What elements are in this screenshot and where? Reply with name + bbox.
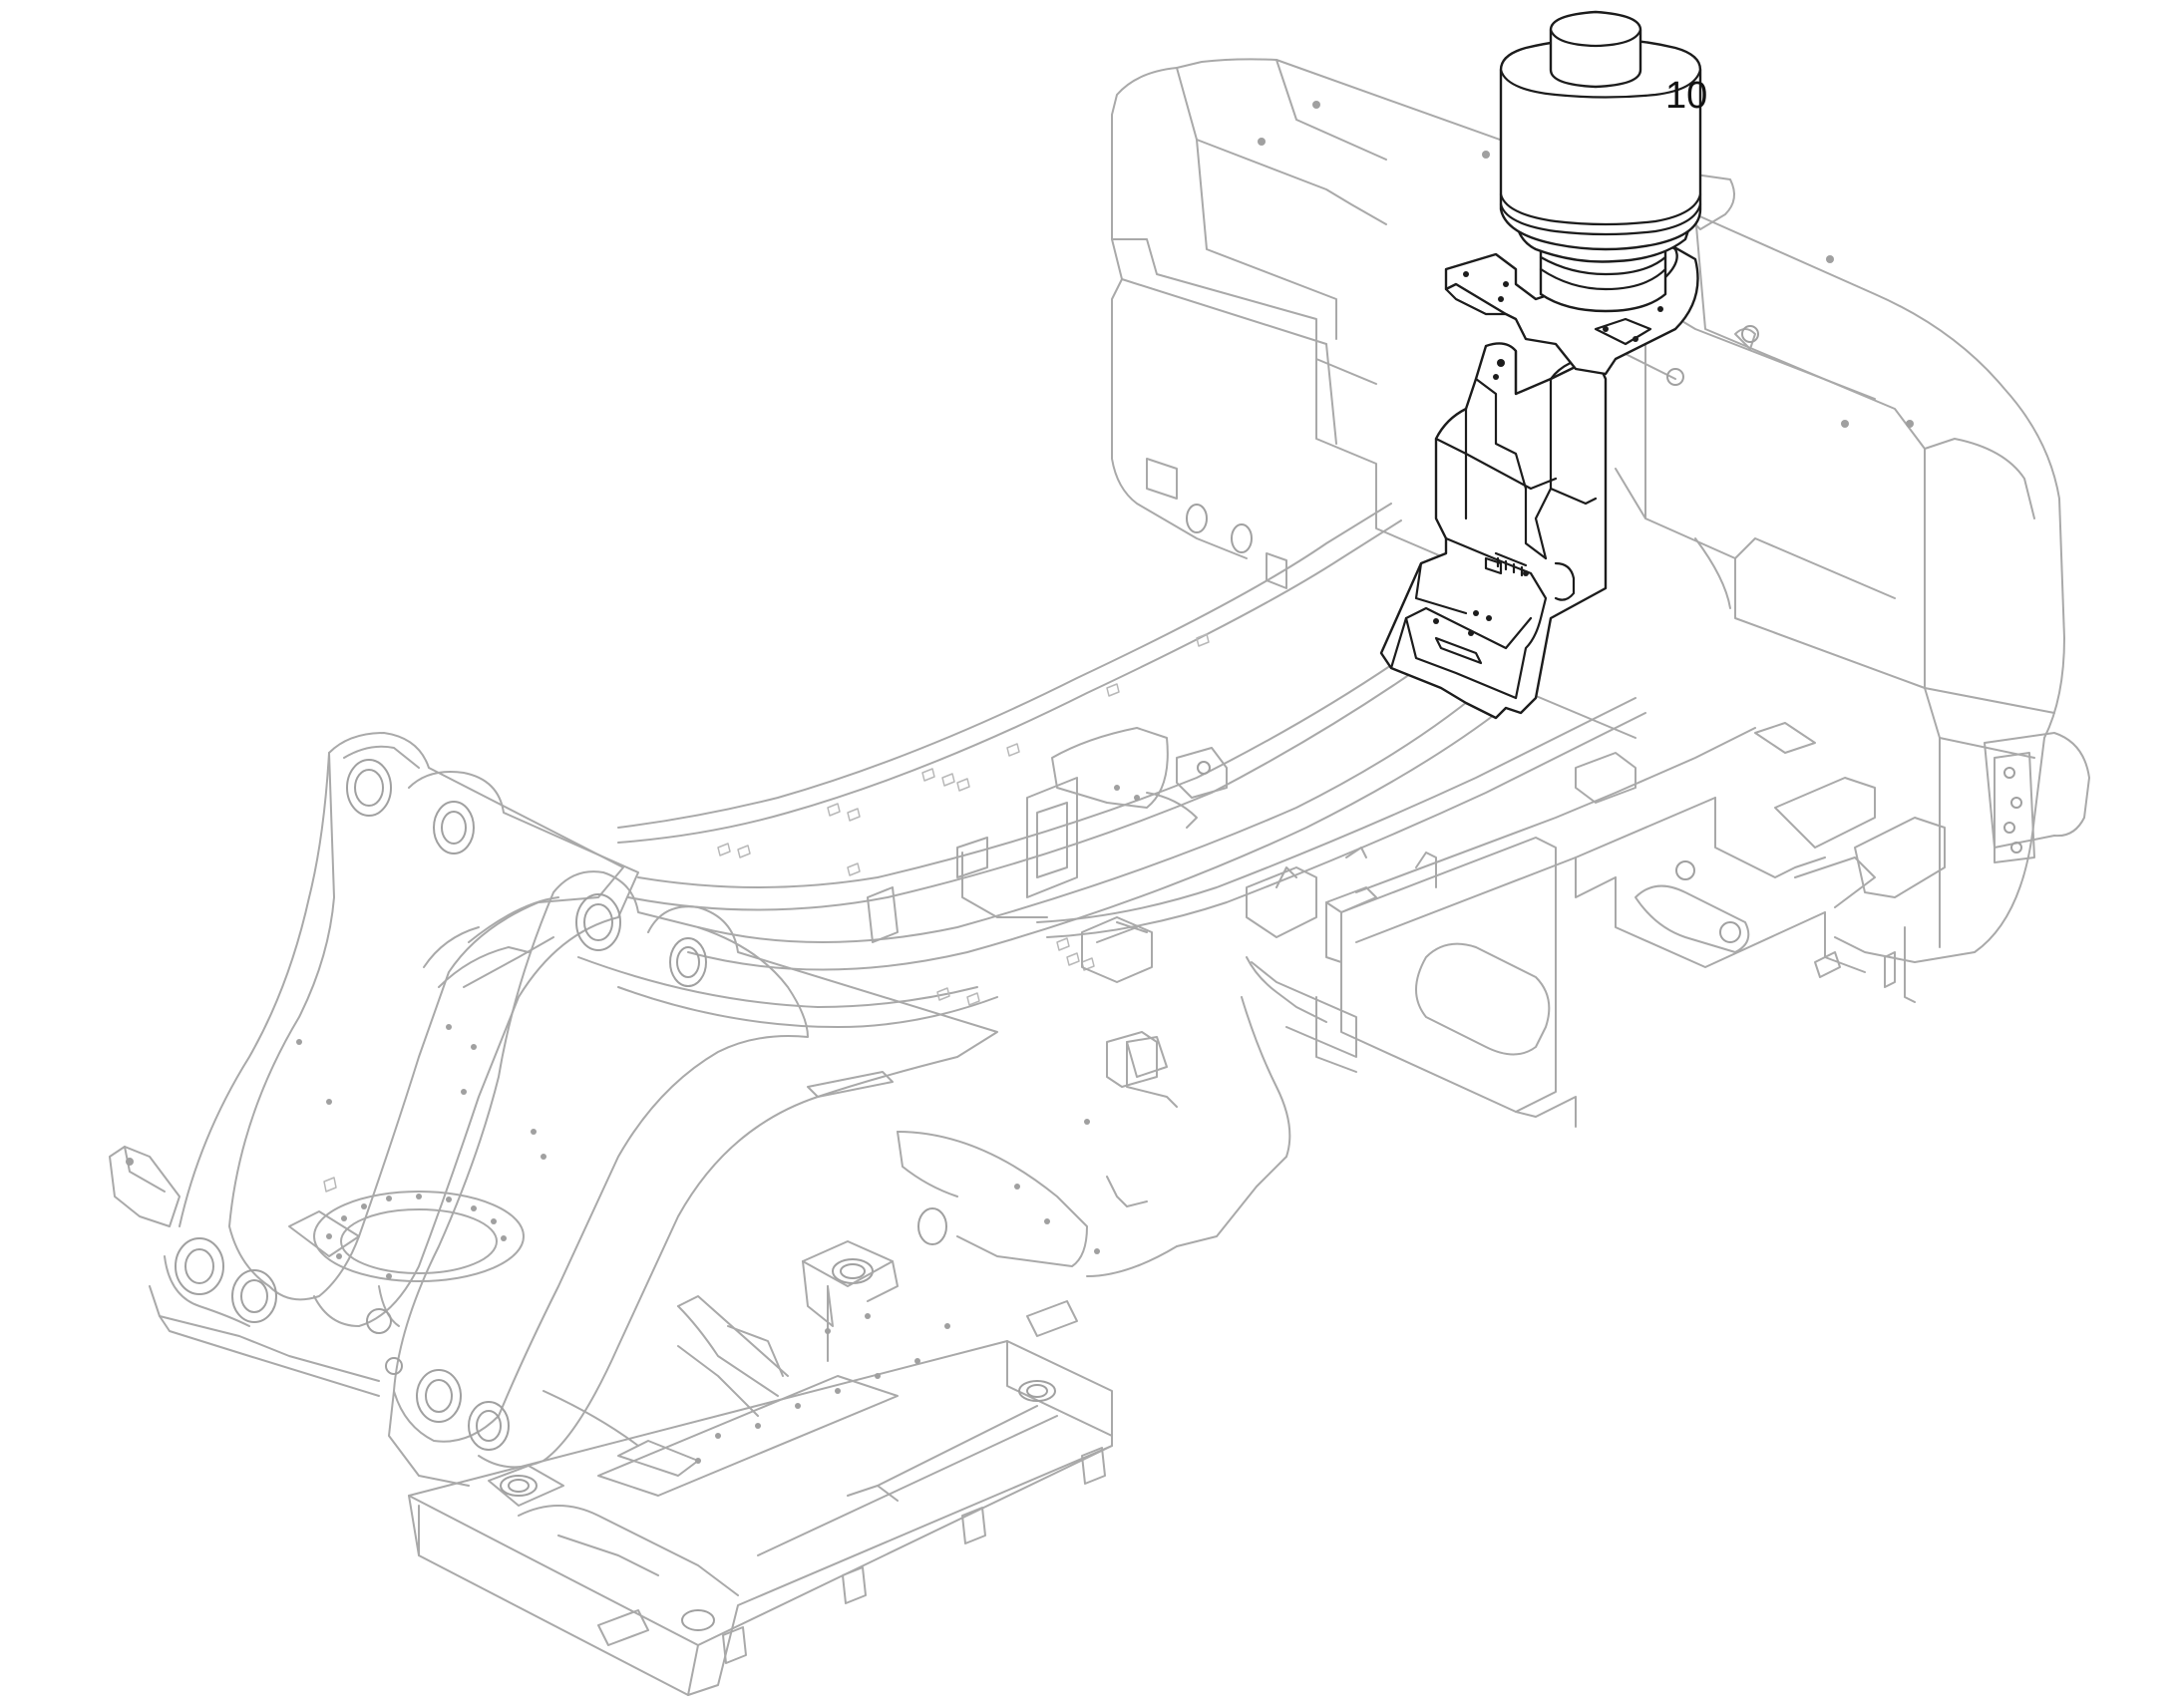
boom-mount-towers [109, 732, 998, 1487]
part-10-assembly [1379, 10, 1702, 720]
callout-label-10: 10 [1665, 75, 1707, 117]
lower-base-frame [408, 1240, 1113, 1696]
bracket-comb-slots [1494, 551, 1528, 577]
centre-brackets [677, 722, 1946, 1417]
turntable-bolt-holes [326, 1194, 507, 1259]
rail-slots [717, 633, 1210, 1006]
